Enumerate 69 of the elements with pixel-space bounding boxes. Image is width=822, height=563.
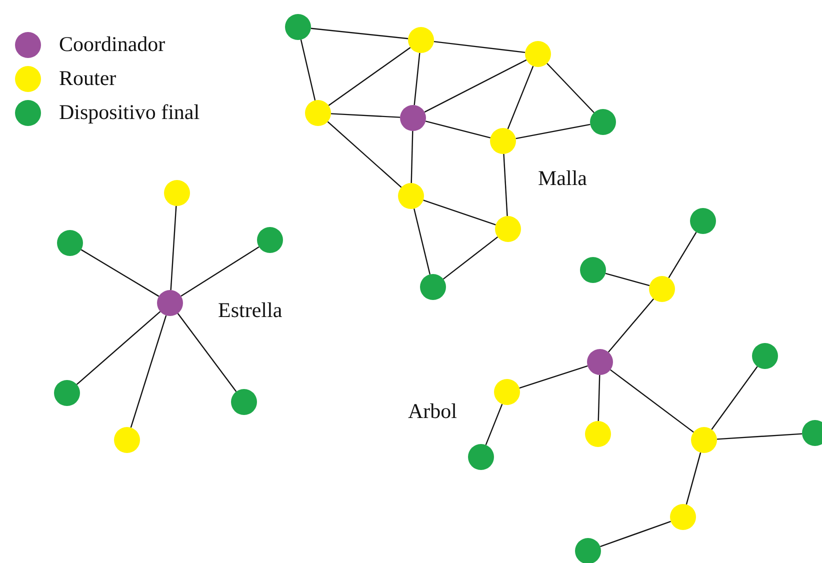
network-node [420, 274, 446, 300]
connection-line [608, 298, 654, 352]
connection-line [716, 433, 802, 440]
connection-line [424, 59, 527, 113]
network-node [802, 420, 822, 446]
network-node [490, 128, 516, 154]
network-node [690, 208, 716, 234]
connection-line [600, 520, 671, 548]
network-node [231, 389, 257, 415]
connection-line [80, 249, 160, 297]
network-node [580, 257, 606, 283]
network-node [495, 216, 521, 242]
network-node [305, 100, 331, 126]
legend-label: Coordinador [59, 34, 166, 55]
network-node [575, 538, 601, 563]
topology-label: Estrella [218, 300, 282, 321]
connection-line [130, 315, 167, 428]
connection-line [423, 200, 496, 226]
network-node [670, 504, 696, 530]
connection-line [328, 47, 411, 106]
connection-line [180, 246, 260, 297]
network-node [400, 105, 426, 131]
network-node [494, 379, 520, 405]
network-node [752, 343, 778, 369]
connection-line [668, 232, 697, 278]
network-node [585, 421, 611, 447]
network-node [57, 230, 83, 256]
connection-line [434, 40, 526, 54]
connection-line [410, 130, 414, 184]
connection-line [686, 452, 702, 505]
connection-line [330, 113, 400, 118]
network-node [285, 14, 311, 40]
connection-line [413, 208, 431, 274]
connection-line [598, 374, 600, 422]
connection-line [425, 120, 491, 138]
network-node [525, 41, 551, 67]
network-node [408, 27, 434, 53]
legend-label: Router [59, 68, 116, 89]
connection-line [414, 52, 420, 106]
connection-line [442, 236, 498, 280]
connection-line [310, 28, 408, 40]
network-node [590, 109, 616, 135]
connection-line [327, 121, 402, 188]
network-node [691, 427, 717, 453]
connection-line [503, 154, 508, 216]
connection-line [519, 365, 588, 389]
network-node [164, 180, 190, 206]
network-node [114, 427, 140, 453]
connection-line [76, 311, 161, 385]
connection-line [170, 206, 177, 290]
topology-label: Arbol [408, 401, 457, 422]
connection-line [516, 124, 590, 140]
network-node [157, 290, 183, 316]
network-node [398, 183, 424, 209]
legend-label: Dispositivo final [59, 102, 200, 123]
connection-line [711, 366, 758, 430]
connection-line [485, 404, 503, 446]
topology-label: Malla [538, 168, 587, 189]
network-node [587, 349, 613, 375]
network-node [649, 276, 675, 302]
connection-line [300, 40, 316, 100]
network-node [468, 444, 494, 470]
network-node [257, 227, 283, 253]
connection-line [546, 62, 594, 114]
network-node [54, 380, 80, 406]
connection-line [605, 272, 650, 286]
connection-line [507, 66, 534, 130]
connection-line [610, 369, 694, 433]
connection-line [177, 313, 237, 392]
